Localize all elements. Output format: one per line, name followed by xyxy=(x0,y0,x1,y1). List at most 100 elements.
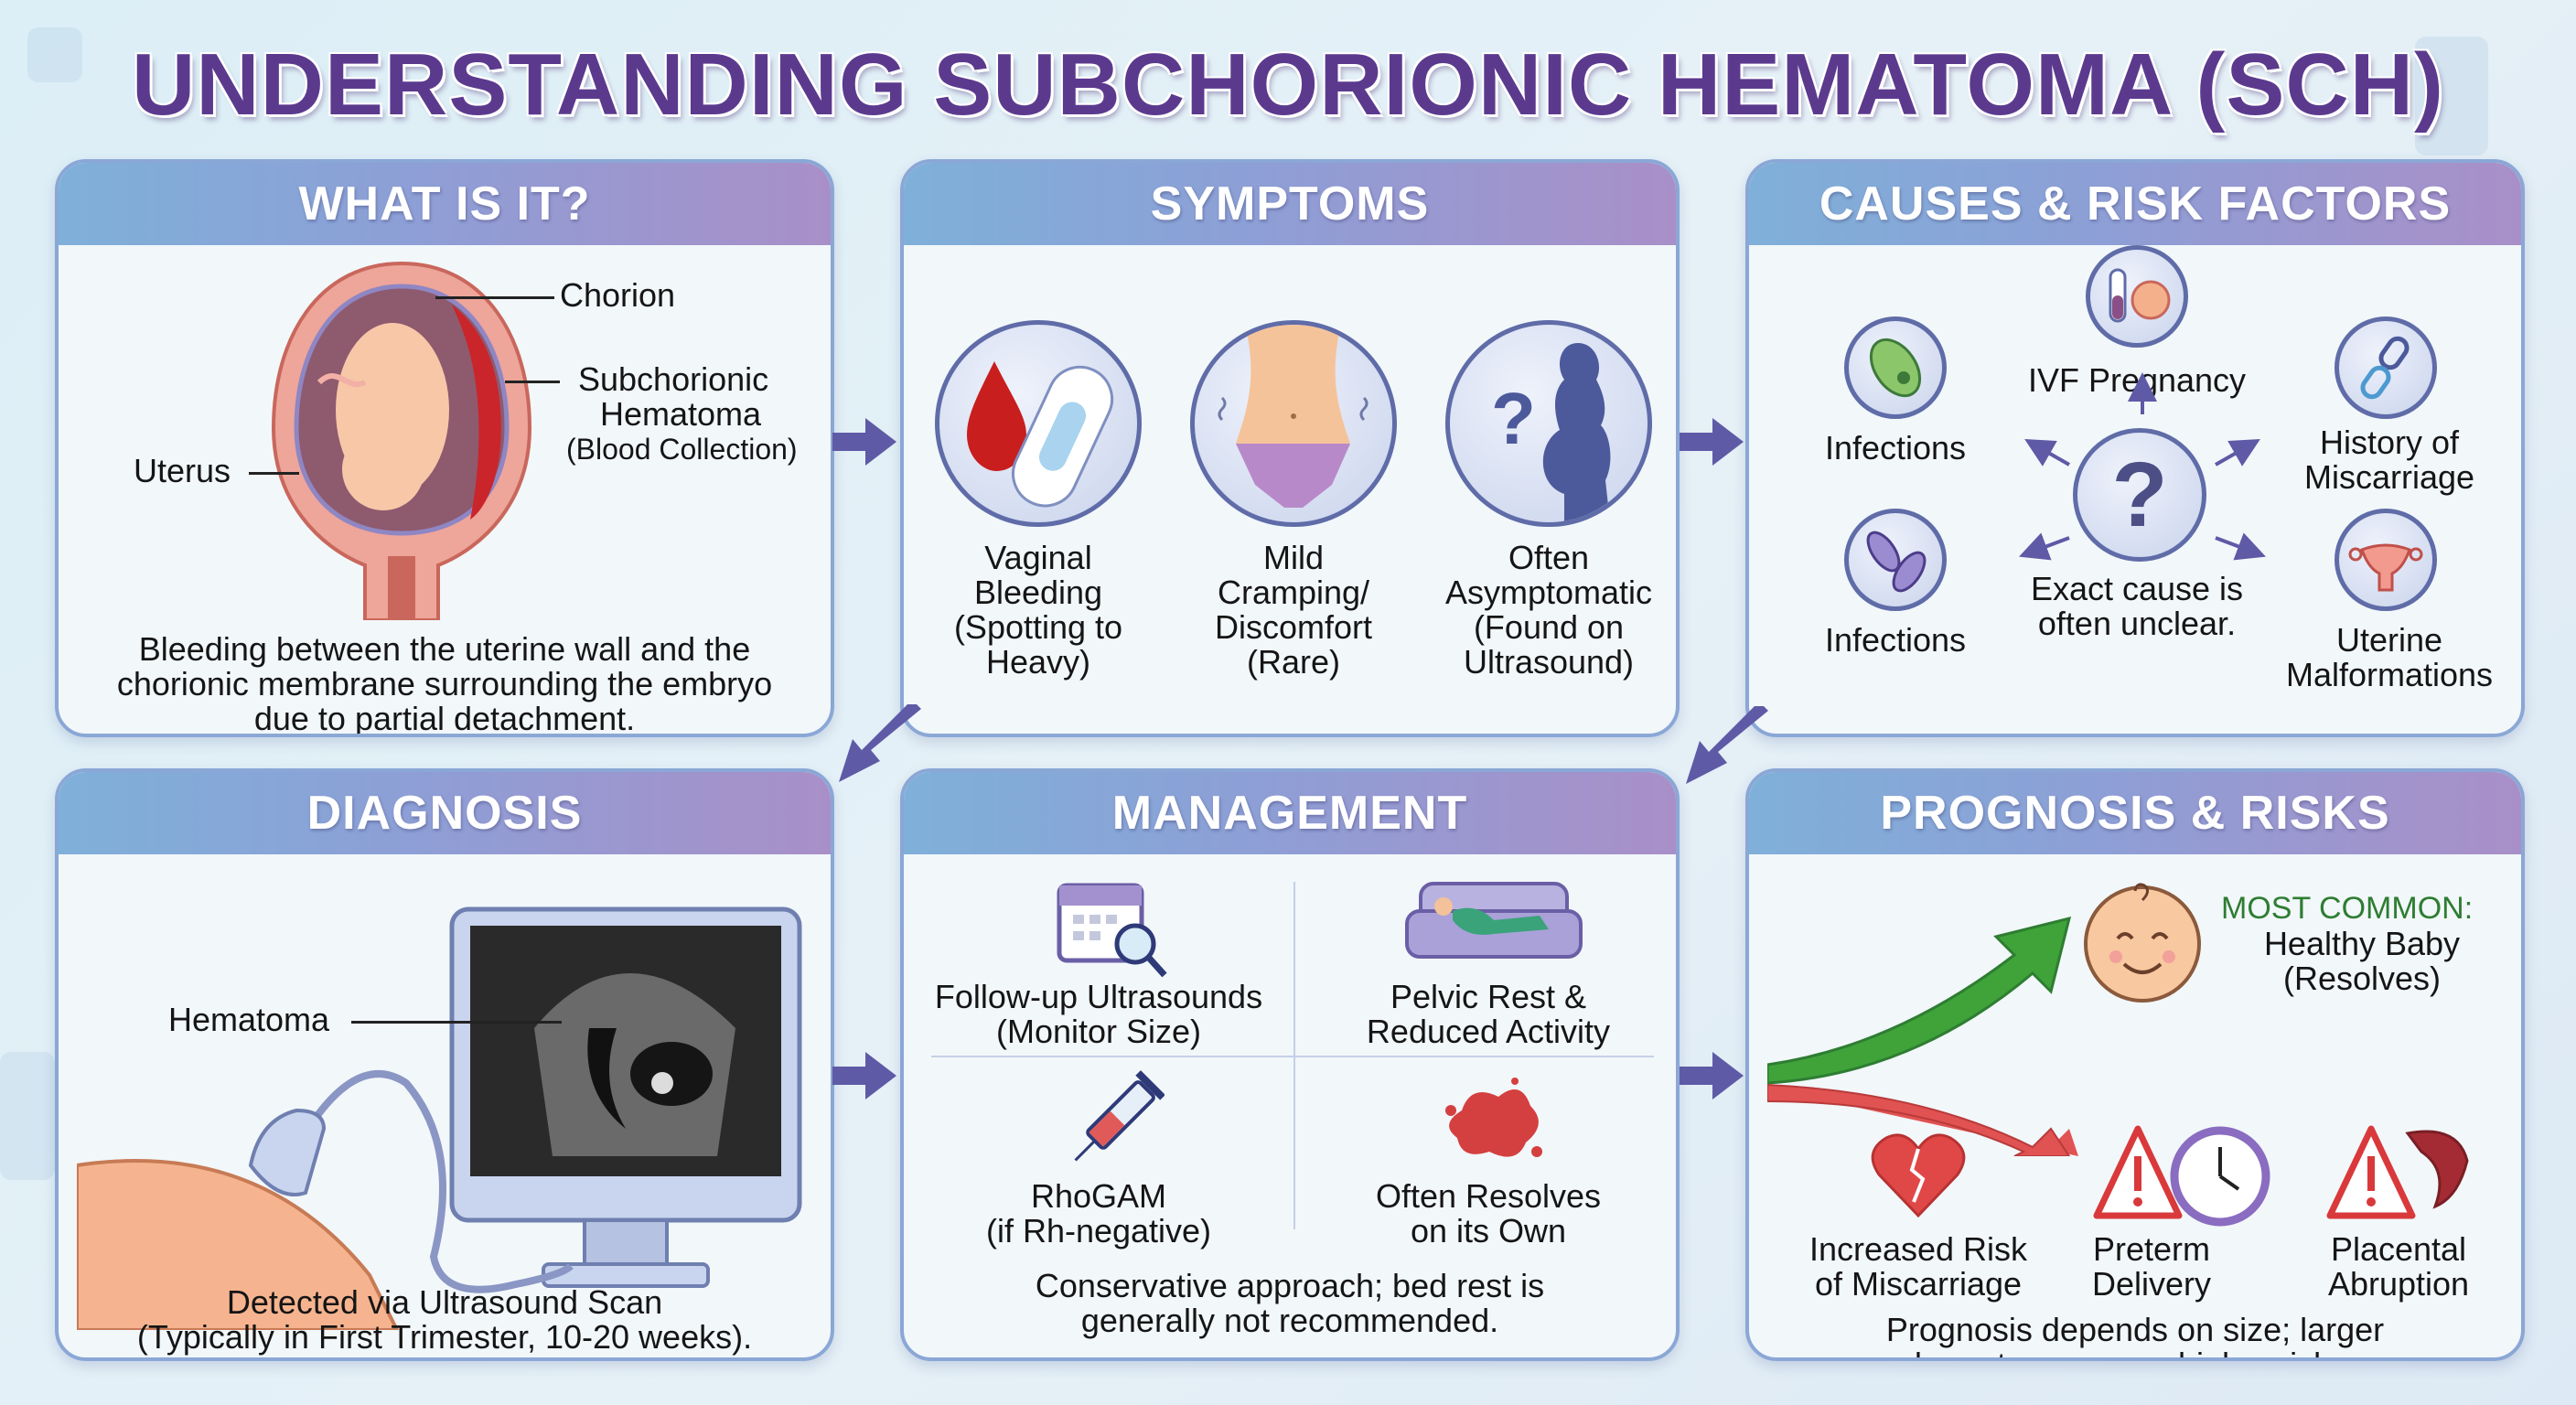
symptom-cramping-line2: Cramping/ xyxy=(1217,574,1370,611)
broken-chain-icon xyxy=(2360,336,2410,400)
question-mark-icon: ? xyxy=(2111,444,2167,546)
healthy-baby-face-icon xyxy=(2084,883,2201,1003)
hematoma-ultrasound-label: Hematoma xyxy=(168,1001,330,1038)
panel-prognosis-risks: PROGNOSIS & RISKS MOST COMMON: Healthy B… xyxy=(1745,768,2525,1361)
management-ultrasounds-line2: (Monitor Size) xyxy=(995,1013,1202,1050)
prognosis-footer-line2: hematomas carry higher risks. xyxy=(1749,1346,2521,1358)
panel-causes-risk-factors: CAUSES & RISK FACTORS Infections IVF Pre… xyxy=(1745,159,2525,737)
management-resolves-line2: on its Own xyxy=(1410,1212,1567,1249)
most-common-label: MOST COMMON: xyxy=(2221,891,2474,926)
symptom-cramping-icon-circle xyxy=(1190,320,1397,527)
healthy-baby-line1: Healthy Baby xyxy=(2263,925,2461,962)
ultrasound-scene-icon xyxy=(77,906,802,1330)
symptom-asymptomatic-line4: Ultrasound) xyxy=(1463,643,1635,681)
ivf-icon-circle xyxy=(2086,245,2188,348)
uterus-label: Uterus xyxy=(134,452,231,489)
blood-drop-pad-icon xyxy=(967,361,1114,508)
symptom-asymptomatic-line2: Asymptomatic xyxy=(1444,574,1653,611)
panel-header: CAUSES & RISK FACTORS xyxy=(1749,163,2521,245)
cause-infections-top: Infections xyxy=(1824,429,1967,467)
symptom-asymptomatic-line1: Often xyxy=(1508,539,1590,576)
symptom-cramping-line4: (Rare) xyxy=(1246,643,1340,681)
hematoma-label-line2: Hematoma xyxy=(600,395,762,433)
background-cross-decoration xyxy=(2415,37,2488,156)
prognosis-footer-line1: Prognosis depends on size; larger xyxy=(1885,1311,2385,1348)
panel-symptoms: SYMPTOMS Vaginal Bleeding (Spotting to H… xyxy=(900,159,1680,737)
page-title: UNDERSTANDING SUBCHORIONIC HEMATOMA (SCH… xyxy=(131,36,2445,134)
what-is-it-description-line1: Bleeding between the uterine wall and th… xyxy=(138,630,751,668)
diagnosis-description-line1: Detected via Ultrasound Scan xyxy=(226,1283,663,1321)
calendar-magnifier-icon xyxy=(1057,883,1167,978)
bacteria-icon xyxy=(1869,338,1922,398)
panel-header: SYMPTOMS xyxy=(904,163,1676,245)
panel-header: WHAT IS IT? xyxy=(59,163,831,245)
outcome-arrows-icon xyxy=(1767,916,2078,1156)
management-ultrasounds-line1: Follow-up Ultrasounds xyxy=(934,978,1263,1015)
uterus-diagram-icon xyxy=(271,261,532,620)
blood-splat-icon xyxy=(1445,1078,1542,1157)
hematoma-leader-line xyxy=(505,381,560,383)
broken-heart-icon xyxy=(1871,1133,1966,1218)
cause-exact-unclear-line1: Exact cause is xyxy=(2030,570,2244,607)
panel-management: MANAGEMENT Follow-up Ultrasounds (Monito… xyxy=(900,768,1680,1361)
cause-exact-unclear-line2: often unclear. xyxy=(2037,605,2237,642)
management-footer-line1: Conservative approach; bed rest is xyxy=(1035,1267,1545,1304)
risk-abruption-line2: Abruption xyxy=(2327,1265,2470,1303)
pregnant-silhouette-question-icon: ? xyxy=(1491,343,1611,522)
diagnosis-description-line2: (Typically in First Trimester, 10-20 wee… xyxy=(136,1318,753,1356)
symptom-bleeding-line4: Heavy) xyxy=(985,643,1091,681)
arrow-right-what-to-symptoms-icon xyxy=(832,418,896,466)
hematoma-label-line1: Subchorionic xyxy=(578,360,769,398)
healthy-baby-line2: (Resolves) xyxy=(2282,960,2442,997)
infection-bacteria2-icon-circle xyxy=(1844,509,1947,611)
management-footer-line2: generally not recommended. xyxy=(1080,1302,1499,1339)
warning-placenta-icon xyxy=(2326,1125,2469,1219)
uterus-icon xyxy=(2348,543,2423,592)
what-is-it-description-line3: due to partial detachment. xyxy=(253,700,636,737)
management-pelvic-rest-line2: Reduced Activity xyxy=(1366,1013,1611,1050)
symptom-bleeding-icon-circle xyxy=(935,320,1142,527)
panel-header: MANAGEMENT xyxy=(904,772,1676,854)
background-cross-decoration xyxy=(27,27,82,82)
symptom-asymptomatic-line3: (Found on xyxy=(1473,608,1625,646)
risk-preterm-line1: Preterm xyxy=(2092,1230,2211,1268)
uterus-leader-line xyxy=(249,472,299,475)
risk-abruption-line1: Placental xyxy=(2330,1230,2467,1268)
management-rhogam-line1: RhoGAM xyxy=(1030,1177,1167,1215)
what-is-it-description-line2: chorionic membrane surrounding the embry… xyxy=(116,665,773,702)
management-rhogam-line2: (if Rh-negative) xyxy=(985,1212,1212,1249)
arrow-diagonal-causes-to-management-icon xyxy=(1686,706,1768,784)
risk-miscarriage-line1: Increased Risk xyxy=(1809,1230,2028,1268)
symptom-cramping-line1: Mild xyxy=(1262,539,1324,576)
panel-what-is-it: WHAT IS IT? Chorion Subchorionic Hematom… xyxy=(55,159,834,737)
risk-preterm-line2: Delivery xyxy=(2091,1265,2212,1303)
panel-header: DIAGNOSIS xyxy=(59,772,831,854)
person-resting-sofa-icon xyxy=(1405,882,1583,959)
arrow-right-management-to-prognosis-icon xyxy=(1680,1052,1744,1099)
symptom-bleeding-line2: Bleeding xyxy=(973,574,1103,611)
unknown-cause-icon-circle: ? xyxy=(2073,428,2206,562)
cause-uterine-malformations-line2: Malformations xyxy=(2285,656,2494,693)
svg-text:?: ? xyxy=(1491,378,1536,459)
test-tube-embryo-icon xyxy=(2109,268,2171,323)
management-grid-horizontal-divider xyxy=(931,1056,1654,1057)
cause-uterine-malformations-line1: Uterine xyxy=(2335,621,2443,659)
uterine-malformation-icon-circle xyxy=(2334,509,2437,611)
infection-bacteria-icon-circle xyxy=(1844,316,1947,419)
panel-diagnosis: DIAGNOSIS Hematoma Detected via Ultrasou… xyxy=(55,768,834,1361)
cause-history-miscarriage-line2: Miscarriage xyxy=(2303,458,2475,496)
symptom-bleeding-line1: Vaginal xyxy=(984,539,1092,576)
chorion-leader-line xyxy=(435,296,554,299)
arrow-right-symptoms-to-causes-icon xyxy=(1680,418,1744,466)
abdomen-cramping-icon xyxy=(1218,325,1368,508)
radiating-arrows-icon xyxy=(2019,372,2266,561)
warning-clock-icon xyxy=(2093,1125,2270,1227)
cause-history-miscarriage-line1: History of xyxy=(2319,424,2460,461)
management-pelvic-rest-line1: Pelvic Rest & xyxy=(1390,978,1587,1015)
hematoma-label-line3: (Blood Collection) xyxy=(566,433,798,466)
arrow-right-diagnosis-to-management-icon xyxy=(832,1052,896,1099)
bacteria-purple-icon xyxy=(1866,531,1927,593)
arrow-diagonal-symptoms-to-diagnosis-icon xyxy=(839,704,921,782)
panel-header: PROGNOSIS & RISKS xyxy=(1749,772,2521,854)
symptom-bleeding-line3: (Spotting to xyxy=(953,608,1123,646)
